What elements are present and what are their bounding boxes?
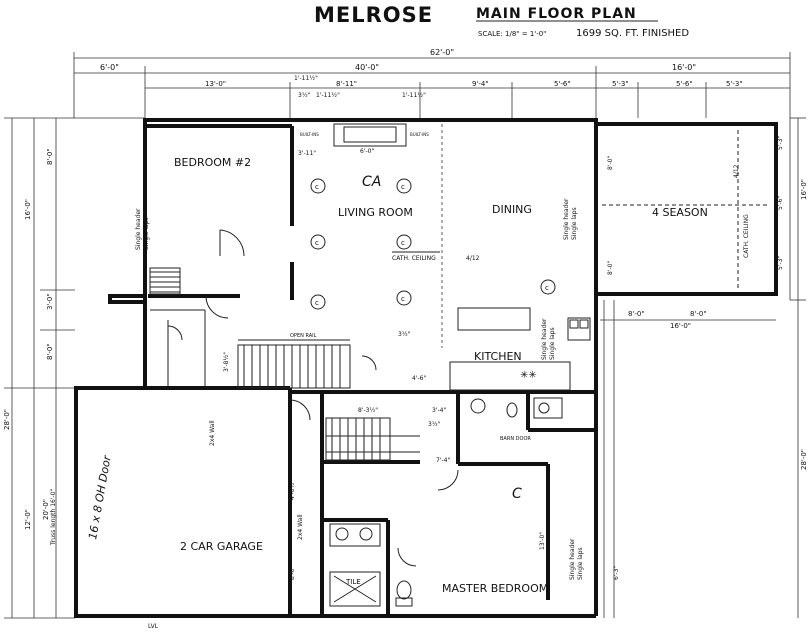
note-open-rail: OPEN RAIL [290,333,317,339]
season-dim-16: 16'-0" [670,322,691,330]
dim-overall-width: 62'-0" [430,48,454,57]
dim-hall-3-4: 3'-4" [432,407,446,414]
ceiling-fixtures: c c c c c c c CA C [310,174,556,502]
stairs: OPEN RAIL [149,267,391,461]
dim-left-3: 3'-0" [46,293,54,310]
note-single-header-d: Single header [569,538,576,580]
left-dimensions: 28'-0" 16'-0" 12'-0" 8'-0" 8'-0" 3'-0" 2… [3,117,145,619]
season-dim-5-3: 5'-3" [777,136,784,150]
note-tile: TILE [345,578,361,586]
room-living: LIVING ROOM [338,206,413,219]
dim-left-offset: 6'-0" [100,63,119,72]
note-builtins-a: BUILT-INS [300,132,319,137]
dim-1-11-a: 1'-11½" [294,75,318,82]
room-dining: DINING [492,203,532,216]
dim-hall-8-3: 8'-3½" [358,407,378,414]
dim-hall-7-4: 7'-4" [436,457,450,464]
note-single-laps-b: Single laps [571,207,578,240]
note-truss-length: Truss length 16'-0" [50,488,57,546]
note-garage-door: 16 x 8 OH Door [86,453,114,540]
dim-garage-4-6: 4'-6½" [289,480,296,500]
svg-text:c: c [401,239,405,247]
dim-master-6-3: 6'-3" [613,566,620,580]
svg-text:c: c [315,239,319,247]
dim-garage-8-0: 8'-0" [289,566,296,580]
plan-title: MAIN FLOOR PLAN [476,6,637,22]
note-pitch: 4/12 [466,255,480,262]
dim-left-8b: 8'-0" [46,343,54,360]
dim-1-11-c: 1'-11½" [402,92,426,99]
room-master-bedroom: MASTER BEDROOM [442,582,548,595]
svg-text:c: c [315,183,319,191]
dim-master-13: 13'-0" [539,532,546,550]
dim-1-11-b: 1'-11½" [316,92,340,99]
note-builtins-b: BUILT-INS [410,132,429,137]
annotations: CATH. CEILING 4/12 Single header Single … [86,124,620,630]
top-dimensions: 62'-0" 6'-0" 40'-0" 16'-0" 13'-0" 1'-11½… [73,48,791,300]
season-dim-8b: 8'-0" [690,310,707,318]
dim-9-4: 9'-4" [472,80,489,88]
note-single-header-b: Single header [563,198,570,240]
room-bedroom-2: BEDROOM #2 [174,156,251,169]
season-cath-ceiling: CATH. CEILING [743,214,750,258]
dim-left-8a: 8'-0" [46,148,54,165]
season-dim-8-0: 8'-0" [607,156,614,170]
dim-side-width: 16'-0" [672,63,696,72]
note-cath-ceiling: CATH. CEILING [392,255,436,262]
dim-left-12: 12'-0" [24,509,32,530]
dim-right-28: 28'-0" [800,449,808,470]
cooktop-icon: ✳✳ [520,370,537,381]
room-kitchen: KITCHEN [474,350,522,363]
note-barn-door: BARN DOOR [500,436,531,442]
dim-5-3b: 5'-3" [726,80,743,88]
right-dimensions: 16'-0" 28'-0" [603,117,808,618]
svg-text:c: c [315,299,319,307]
dim-3-1-2: 3½" [298,92,311,99]
dim-13-0: 13'-0" [205,80,226,88]
room-garage: 2 CAR GARAGE [180,540,263,553]
svg-text:c: c [401,183,405,191]
doors [167,229,459,567]
svg-text:c: c [401,295,405,303]
plan-scale: SCALE: 1/8" = 1'-0" [478,30,546,38]
note-single-laps-c: Single laps [549,327,556,360]
dim-main-width: 40'-0" [355,63,379,72]
dim-left-28: 28'-0" [3,409,11,430]
season-dim-5-3b: 5'-3" [777,256,784,270]
dim-stair-3-8: 3'-8½" [223,352,230,372]
season-dim-8a: 8'-0" [628,310,645,318]
dim-bath-3-1-2: 3½" [428,421,441,428]
dim-stair-3-1-2: 3½" [398,331,411,338]
plan-area: 1699 SQ. FT. FINISHED [576,28,689,39]
note-single-laps-d: Single laps [577,547,584,580]
four-season-room: 4/12 CATH. CEILING 8'-0" 8'-0" 16'-0" 8'… [600,130,784,330]
note-single-header-a: Single header [135,208,142,250]
note-ca: CA [362,174,381,190]
room-four-season: 4 SEASON [652,206,708,219]
note-single-header-c: Single header [541,318,548,360]
dim-right-16: 16'-0" [800,179,808,200]
note-single-laps-a: Single laps [143,217,150,250]
season-dim-8-0b: 8'-0" [607,261,614,275]
exterior-walls [74,118,778,618]
svg-text:c: c [545,284,549,292]
plan-name: MELROSE [314,3,433,27]
dim-left-16: 16'-0" [24,199,32,220]
fixtures: BUILT-INS BUILT-INS 3'-11" 6'-0" ✳✳ TILE [298,123,591,607]
dim-5-3: 5'-3" [612,80,629,88]
dim-8-11: 8'-11" [336,80,357,88]
dim-garage-20: 20'-0" [42,499,50,520]
dim-5-6: 5'-6" [554,80,571,88]
note-c-mark: C [512,486,522,502]
note-2x4-wall-b: 2x4 Wall [297,514,304,540]
dim-5-6b: 5'-6" [676,80,693,88]
dim-stair-4-6: 4'-6" [412,375,426,382]
season-dim-5-6: 5'-6" [777,196,784,210]
note-2x4-wall-a: 2x4 Wall [209,420,216,446]
dim-6-0: 6'-0" [360,148,374,155]
season-pitch: 4/12 [733,164,740,178]
dim-3-11: 3'-11" [298,150,316,157]
note-lvl: LVL [148,623,159,630]
